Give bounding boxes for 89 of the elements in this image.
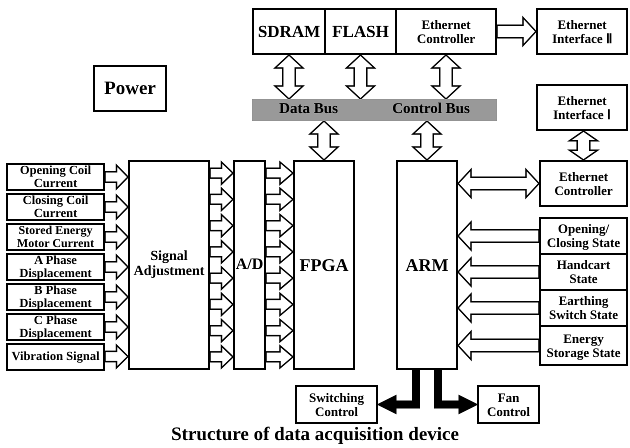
block-arrow: [104, 283, 130, 311]
block-arrow: [104, 163, 130, 191]
process-box: [395, 8, 497, 55]
block-arrow: [308, 120, 340, 162]
block-arrow: [456, 330, 540, 362]
block-arrow: [411, 120, 443, 162]
thick-arrow: [434, 370, 478, 414]
box-label: A Phase Displacement: [18, 254, 93, 280]
bus-bar: [252, 99, 497, 121]
box-label: B Phase Displacement: [18, 284, 93, 310]
box-label: Closing Coil Current: [22, 194, 90, 220]
process-box: [324, 8, 397, 55]
process-box: [539, 325, 628, 366]
box-label: FPGA: [300, 256, 348, 274]
bus-label: Data Bus: [279, 102, 338, 118]
block-arrow: [104, 253, 130, 281]
box-label: Energy Storage State: [545, 332, 622, 360]
box-label: Switching Control: [308, 390, 365, 418]
box-label: A/D: [236, 256, 264, 274]
box-label: Opening/ Closing State: [546, 222, 622, 250]
block-arrow: [265, 212, 294, 238]
process-box: [536, 84, 628, 131]
process-box: [477, 385, 540, 424]
block-arrow: [430, 54, 462, 100]
box-label: Opening Coil Current: [18, 164, 92, 190]
box-label: Power: [104, 78, 156, 98]
process-box: [6, 163, 105, 191]
block-arrow: [265, 344, 294, 370]
box-label: Ethernet Interface Ⅰ: [552, 94, 612, 122]
block-arrow: [104, 343, 130, 370]
block-arrow: [209, 239, 234, 265]
box-label: Signal Adjustment: [132, 250, 206, 280]
process-box: [6, 193, 105, 221]
box-label: FLASH: [332, 22, 389, 40]
block-arrow: [273, 54, 305, 100]
process-box: [539, 289, 628, 327]
process-box: [252, 8, 326, 55]
process-box: [396, 160, 458, 370]
block-arrow: [265, 318, 294, 344]
block-arrow: [265, 160, 294, 186]
block-arrow: [104, 313, 130, 341]
process-box: [6, 343, 105, 371]
box-label: ARM: [406, 256, 448, 274]
box-label: Ethernet Controller: [416, 18, 476, 46]
block-arrow: [265, 239, 294, 265]
box-label: Ethernet Controller: [553, 170, 614, 198]
block-arrow: [496, 16, 538, 48]
box-label: Fan Control: [486, 390, 532, 418]
box-label: Ethernet Interface Ⅱ: [551, 18, 613, 46]
block-arrow: [456, 292, 540, 324]
process-box: [93, 65, 167, 112]
process-box: [539, 217, 628, 255]
block-arrow: [209, 160, 234, 186]
process-box: [539, 160, 628, 207]
block-arrow: [209, 344, 234, 370]
block-arrow: [209, 292, 234, 318]
block-arrow: [104, 193, 130, 221]
process-box: [6, 223, 105, 251]
block-arrow: [209, 212, 234, 238]
block-arrow: [456, 220, 540, 252]
thick-arrow: [376, 370, 420, 414]
block-arrow: [456, 168, 540, 200]
block-arrow: [344, 54, 376, 100]
block-arrow: [104, 223, 130, 251]
block-arrow: [456, 256, 540, 288]
block-arrow: [265, 265, 294, 291]
block-arrow: [209, 265, 234, 291]
bus-label: Control Bus: [392, 102, 470, 118]
box-label: SDRAM: [258, 22, 320, 40]
process-box: [6, 283, 105, 311]
process-box: [6, 253, 105, 281]
box-label: Stored Energy Motor Current: [16, 224, 96, 250]
box-label: C Phase Displacement: [18, 314, 93, 340]
caption: Structure of data acquisition device: [170, 424, 460, 446]
box-label: Vibration Signal: [11, 350, 100, 364]
process-box: [539, 253, 628, 291]
box-label: Earthing Switch State: [548, 294, 619, 322]
process-box: [233, 160, 266, 370]
block-arrow: [265, 292, 294, 318]
process-box: [293, 160, 355, 370]
block-arrow: [209, 318, 234, 344]
block-arrow: [567, 130, 600, 161]
process-box: [6, 313, 105, 341]
process-box: [295, 385, 378, 424]
box-label: Handcart State: [556, 258, 612, 286]
process-box: [128, 160, 210, 370]
block-arrow: [209, 186, 234, 212]
block-arrow: [265, 186, 294, 212]
process-box: [536, 8, 628, 55]
